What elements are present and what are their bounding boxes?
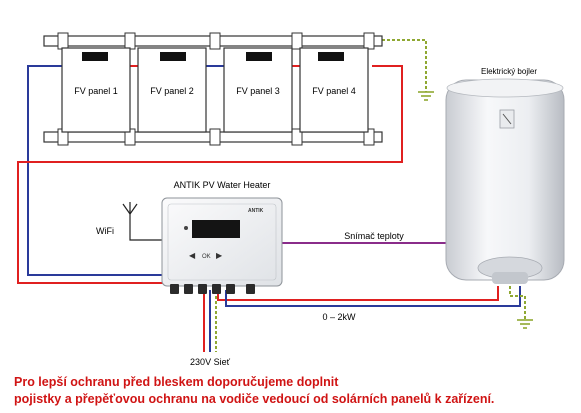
boiler-ground-wire [509, 286, 526, 320]
wifi-antenna-icon [122, 202, 138, 215]
led-indicator [184, 226, 188, 230]
pv-panel-1: FV panel 1 [61, 47, 131, 133]
pv-panel-4: FV panel 4 [299, 47, 369, 133]
right-arrow-icon[interactable]: ▶ [216, 251, 223, 260]
heater-title: ANTIK PV Water Heater [174, 180, 271, 190]
ground-symbol-boiler [517, 319, 533, 329]
panel-label-1: FV panel 1 [74, 86, 118, 96]
junction-box [82, 52, 108, 61]
frame-brackets [57, 32, 375, 146]
pv-panel-3: FV panel 3 [223, 47, 293, 133]
panel-label-4: FV panel 4 [312, 86, 356, 96]
wifi-antenna-wire [129, 210, 162, 241]
antik-pv-water-heater: ANTIK ◀ OK ▶ [161, 197, 283, 294]
power-wire-blue [225, 286, 521, 307]
left-arrow-icon[interactable]: ◀ [189, 251, 196, 260]
ok-button[interactable]: OK [202, 254, 211, 260]
junction-box [246, 52, 272, 61]
ground-symbol-top [418, 91, 434, 101]
pv-panel-2: FV panel 2 [137, 47, 207, 133]
junction-box [318, 52, 344, 61]
panel-label-2: FV panel 2 [150, 86, 194, 96]
mains-label: 230V Sieť [190, 357, 231, 367]
cable-glands [170, 284, 255, 294]
power-wire-red [217, 286, 499, 301]
sensor-label: Snímač teploty [344, 231, 404, 241]
power-label: 0 – 2kW [322, 312, 356, 322]
boiler-label: Elektrický bojler [481, 67, 537, 76]
electric-boiler [445, 78, 565, 284]
wifi-label: WiFi [96, 226, 114, 236]
heater-display [192, 220, 240, 238]
panel-label-3: FV panel 3 [236, 86, 280, 96]
junction-box [160, 52, 186, 61]
note-line-1: Pro lepší ochranu před bleskem doporučuj… [14, 375, 339, 389]
note-line-2: pojistky a přepěťovou ochranu na vodiče … [14, 392, 495, 406]
lightning-protection-note: Pro lepší ochranu před bleskem doporučuj… [14, 374, 574, 408]
brand-logo: ANTIK [248, 208, 264, 214]
